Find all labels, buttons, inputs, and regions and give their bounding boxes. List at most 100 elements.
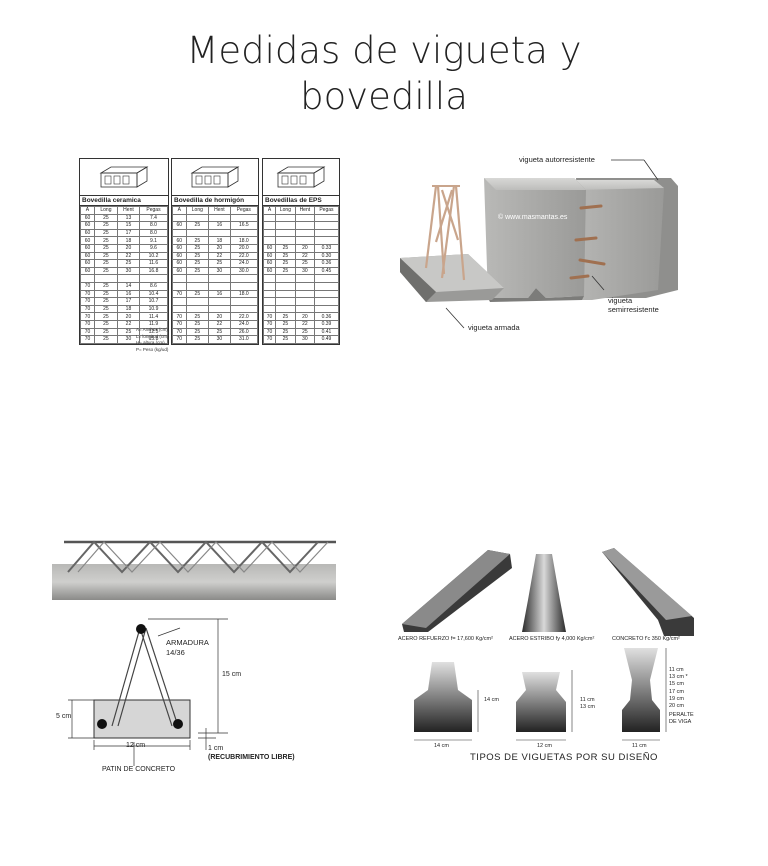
table-cell: 25 — [93, 335, 118, 344]
height-list: 11 cm 13 cm * 15 cm 17 cm 19 cm 20 cm PE… — [669, 667, 694, 727]
table-cell: 60 — [172, 251, 187, 261]
label-patin-concreto: PATIN DE CONCRETO — [102, 766, 176, 773]
table-cell: 13 — [116, 213, 141, 223]
table-cell — [294, 221, 315, 230]
table-cell — [262, 221, 277, 230]
table-cell: 70 — [172, 327, 187, 337]
table-cell: 70 — [80, 281, 95, 291]
table-cell — [275, 289, 296, 299]
table-cell — [262, 274, 277, 283]
label-vigueta-armada: vigueta armada — [468, 323, 520, 332]
table-row — [262, 228, 340, 238]
legend-item: A= Anchos (cm) — [136, 327, 168, 332]
table-cell: 70 — [80, 319, 95, 329]
height-item: 15 cm — [669, 681, 684, 688]
table-cell: 25 — [93, 297, 118, 306]
vigueta-types-drawing — [402, 548, 694, 741]
table-cell: 60 — [262, 259, 277, 268]
table-cell: 22 — [294, 319, 315, 329]
table-cell: 20.0 — [229, 243, 259, 253]
table-cell: 15.8 — [139, 335, 168, 344]
table-cell: 25 — [185, 236, 210, 245]
table-header-cell: Pegas — [313, 206, 340, 215]
table-cell — [313, 289, 340, 299]
legend-item: L= longitud (cm) — [136, 333, 169, 339]
table-cell — [262, 236, 277, 245]
table-cell: 0.36 — [313, 312, 340, 321]
table-header-cell: Pegas — [229, 206, 259, 215]
table-cell: 60 — [80, 266, 95, 276]
table-cell: 25 — [93, 221, 118, 230]
label-recubrimiento: (RECUBRIMIENTO LIBRE) — [208, 754, 295, 761]
table-cell: 25 — [93, 266, 118, 276]
table-cell — [275, 274, 296, 283]
table-cell: 25 — [185, 243, 210, 253]
vigueta-photo-illustration — [400, 159, 678, 329]
table-cell: 60 — [172, 266, 187, 276]
table-cell — [229, 228, 259, 238]
table-cell: 18 — [116, 304, 141, 314]
table-cell: 0.39 — [313, 319, 340, 329]
table-cell: 10.9 — [139, 304, 168, 314]
table-cell: 7.4 — [139, 213, 168, 223]
height-item: 11 cm — [669, 667, 684, 673]
table-cell: 25 — [185, 319, 210, 329]
table-row — [262, 213, 340, 223]
table-row — [262, 281, 340, 291]
table-cell: 70 — [172, 312, 187, 321]
table-cell: 0.41 — [313, 327, 340, 337]
dim-15cm: 15 cm — [222, 671, 242, 678]
table-cell: 25 — [185, 221, 210, 230]
table-cell: 25 — [185, 259, 210, 268]
table-header-cell: Pegas — [139, 206, 168, 215]
photo-watermark: © www.masmantas.es — [498, 214, 568, 221]
table-cell — [185, 213, 210, 223]
table-cell: 31.0 — [229, 335, 259, 344]
table-legend: A= Anchos (cm) L= longitud (cm) H= altur… — [136, 327, 168, 353]
table-cell: 18 — [116, 236, 141, 245]
table-cell: 25 — [185, 312, 210, 321]
table-row — [262, 297, 340, 306]
table-cell — [313, 213, 340, 223]
dim-14cm-width: 14 cm — [434, 743, 449, 749]
label-vigueta-semi-2: semirresistente — [608, 305, 659, 314]
dim-11cm-width: 11 cm — [632, 743, 647, 749]
table-cell: 22 — [294, 251, 315, 261]
table-cell: 8.0 — [139, 228, 168, 238]
table-cell: 25 — [185, 251, 210, 261]
table-row — [262, 221, 340, 230]
table-cell: 25 — [93, 259, 118, 268]
height-item: 20 cm — [669, 703, 684, 710]
vigueta-section-drawing — [52, 540, 336, 766]
table-cell — [294, 228, 315, 238]
legend-item: P= Peso (kg/ud) — [136, 346, 169, 352]
table-cell: 25 — [93, 319, 118, 329]
table-cell: 25 — [185, 289, 210, 299]
table-header-cell: Hent — [208, 206, 231, 215]
table-cell: 60 — [172, 236, 187, 245]
table-header-cell: A — [172, 206, 187, 215]
table-title: Bovedillas de EPS — [263, 196, 339, 206]
table-cell: 20 — [294, 243, 315, 253]
page-title: Medidas de vigueta y bovedilla — [0, 28, 768, 120]
table-cell: 8.6 — [139, 281, 168, 291]
height-item: 17 cm — [669, 688, 684, 695]
table-cell: 60 — [172, 259, 187, 268]
table-cell: 10.2 — [139, 251, 168, 261]
table-row — [80, 274, 168, 283]
